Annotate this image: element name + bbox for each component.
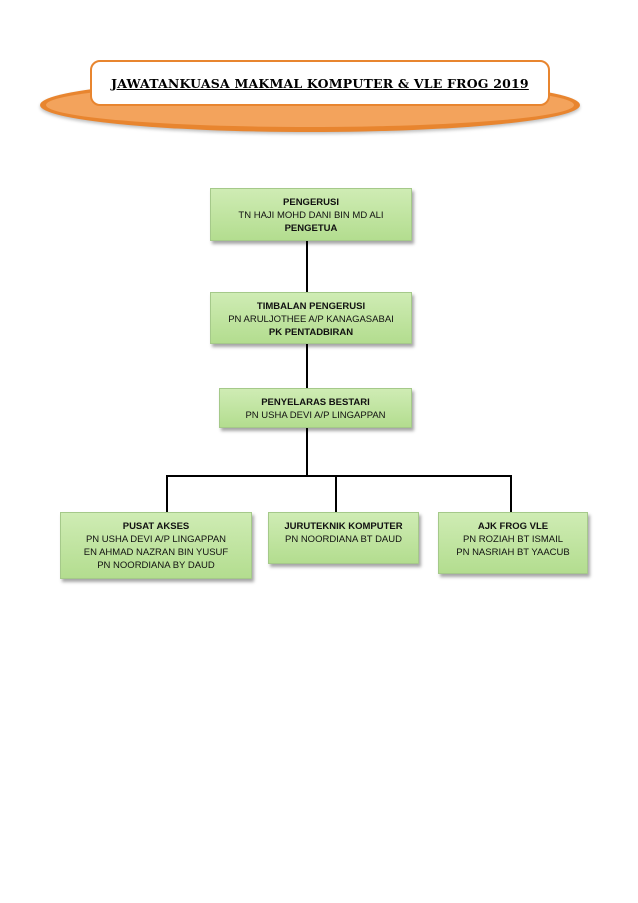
node-penyelaras-name: PN USHA DEVI A/P LINGAPPAN [245,410,386,421]
node-penyelaras-bestari: PENYELARAS BESTARI PN USHA DEVI A/P LING… [219,388,412,428]
node-pusat-akses-member: EN AHMAD NAZRAN BIN YUSUF [83,547,229,558]
node-timbalan-pengerusi: TIMBALAN PENGERUSI PN ARULJOTHEE A/P KAN… [210,292,412,344]
node-timbalan-name: PN ARULJOTHEE A/P KANAGASABAI [228,314,394,325]
connector-bus-pusat-akses [166,475,168,513]
node-pusat-akses: PUSAT AKSES PN USHA DEVI A/P LINGAPPAN E… [60,512,252,579]
node-pengerusi-position: PENGETUA [284,223,338,234]
node-ajk-frog-member: PN NASRIAH BT YAACUB [456,547,570,558]
connector-bus-ajk-frog [510,475,512,513]
node-timbalan-role: TIMBALAN PENGERUSI [256,301,366,312]
node-juruteknik-member: PN NOORDIANA BT DAUD [284,534,402,545]
connector-bus-juruteknik [335,475,337,513]
node-pusat-akses-member: PN USHA DEVI A/P LINGAPPAN [85,534,227,545]
node-juruteknik-role: JURUTEKNIK KOMPUTER [284,521,403,532]
title-banner: JAWATANKUASA MAKMAL KOMPUTER & VLE FROG … [90,60,550,106]
node-pengerusi-role: PENGERUSI [283,197,339,208]
node-pusat-akses-role: PUSAT AKSES [122,521,190,532]
page-title: JAWATANKUASA MAKMAL KOMPUTER & VLE FROG … [111,75,529,91]
node-ajk-frog-vle: AJK FROG VLE PN ROZIAH BT ISMAIL PN NASR… [438,512,588,574]
node-timbalan-position: PK PENTADBIRAN [268,327,354,338]
connector-penyelaras-bus [306,428,308,476]
node-pengerusi: PENGERUSI TN HAJI MOHD DANI BIN MD ALI P… [210,188,412,241]
node-pengerusi-name: TN HAJI MOHD DANI BIN MD ALI [238,210,384,221]
node-pusat-akses-member: PN NOORDIANA BY DAUD [97,560,215,571]
node-ajk-frog-member: PN ROZIAH BT ISMAIL [462,534,564,545]
node-juruteknik-komputer: JURUTEKNIK KOMPUTER PN NOORDIANA BT DAUD [268,512,419,564]
node-ajk-frog-role: AJK FROG VLE [477,521,549,532]
node-penyelaras-role: PENYELARAS BESTARI [261,397,370,408]
connector-timbalan-penyelaras [306,344,308,388]
connector-pengerusi-timbalan [306,241,308,293]
connector-horizontal-bus [166,475,512,477]
